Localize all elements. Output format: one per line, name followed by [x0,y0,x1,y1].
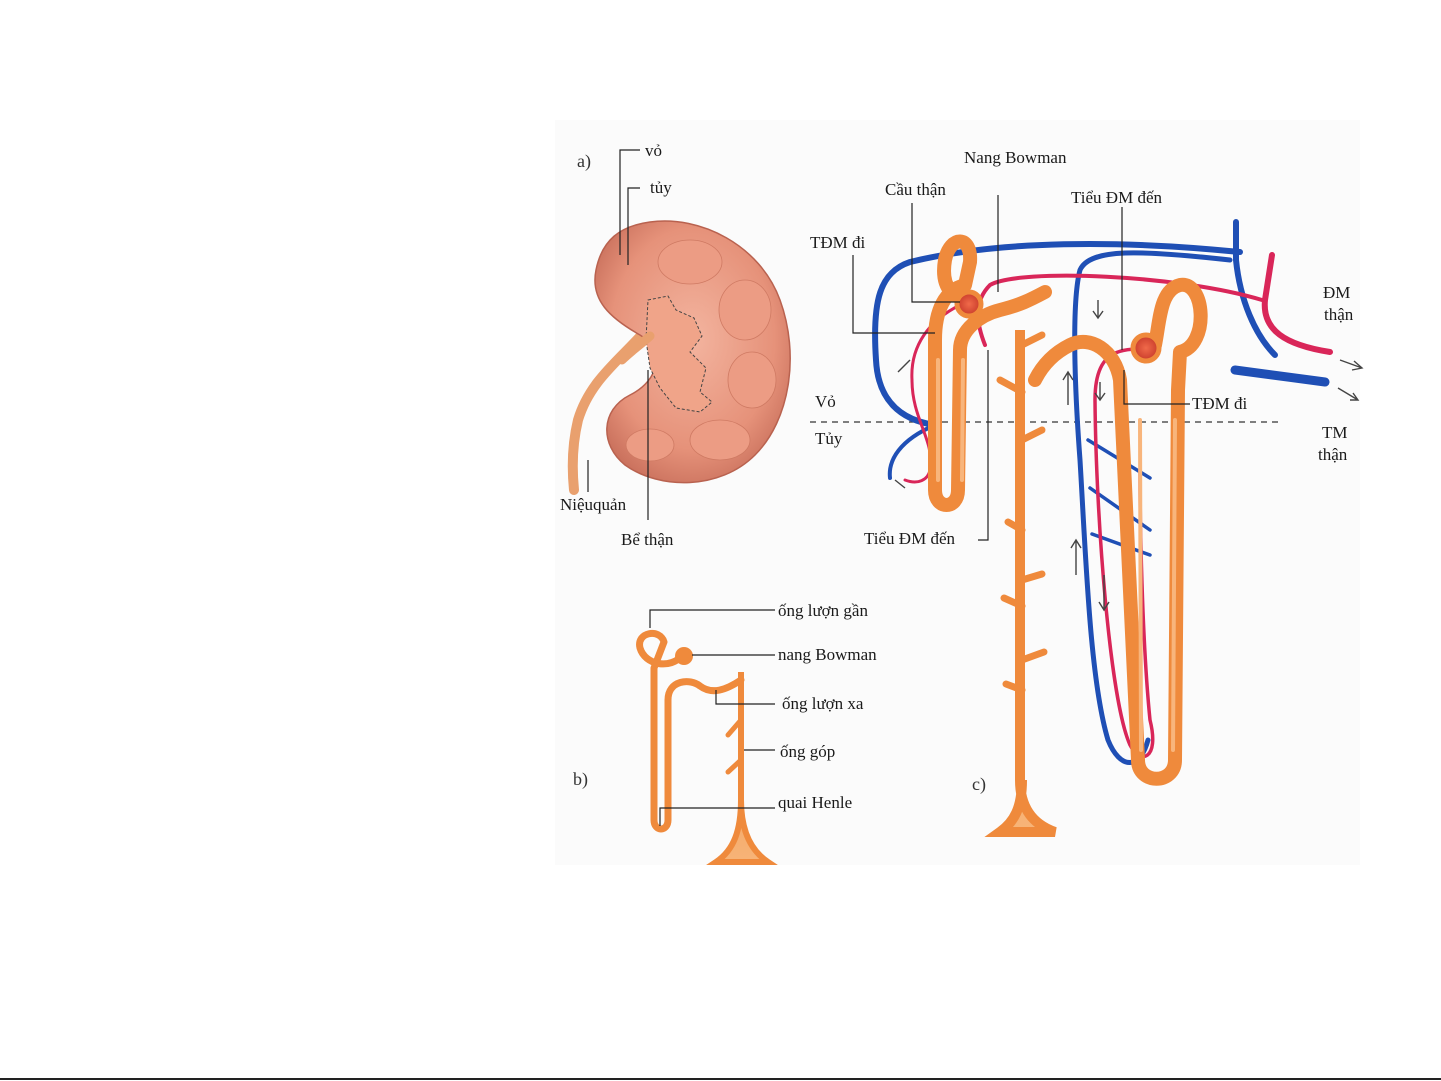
label-cortex-c: Vỏ [815,392,836,411]
glomerulus-left [957,292,981,316]
label-ureter: Niệuquản [560,495,627,514]
label-renal-vein-2: thận [1318,445,1348,464]
label-collecting-duct: ống góp [780,742,835,761]
panel-label-c: c) [972,774,986,795]
bowman-capsule-b [675,647,693,665]
panel-label-b: b) [573,769,588,790]
label-distal-tubule: ống lượn xa [782,694,864,713]
label-afferent-top: Tiểu ĐM đến [1071,188,1162,207]
label-proximal-tubule: ống lượn gần [778,601,868,620]
glomerulus-right [1133,335,1159,361]
label-renal-artery-1: ĐM [1323,283,1350,302]
label-medulla: tủy [650,178,672,197]
label-renal-artery-2: thận [1324,305,1354,324]
label-renal-vein-1: TM [1322,423,1348,442]
label-afferent-bottom: Tiểu ĐM đến [864,529,955,548]
label-pelvis: Bể thận [621,530,674,549]
panel-label-a: a) [577,151,591,172]
label-medulla-c: Tủy [815,429,843,448]
label-glomerulus: Cầu thận [885,180,946,199]
label-cortex: vỏ [645,141,662,160]
label-efferent-left: TĐM đi [810,233,866,252]
label-bowman-capsule-b: nang Bowman [778,645,877,664]
label-bowman-capsule-c: Nang Bowman [964,148,1067,167]
label-efferent-right: TĐM đi [1192,394,1248,413]
label-loop-of-henle: quai Henle [778,793,852,812]
